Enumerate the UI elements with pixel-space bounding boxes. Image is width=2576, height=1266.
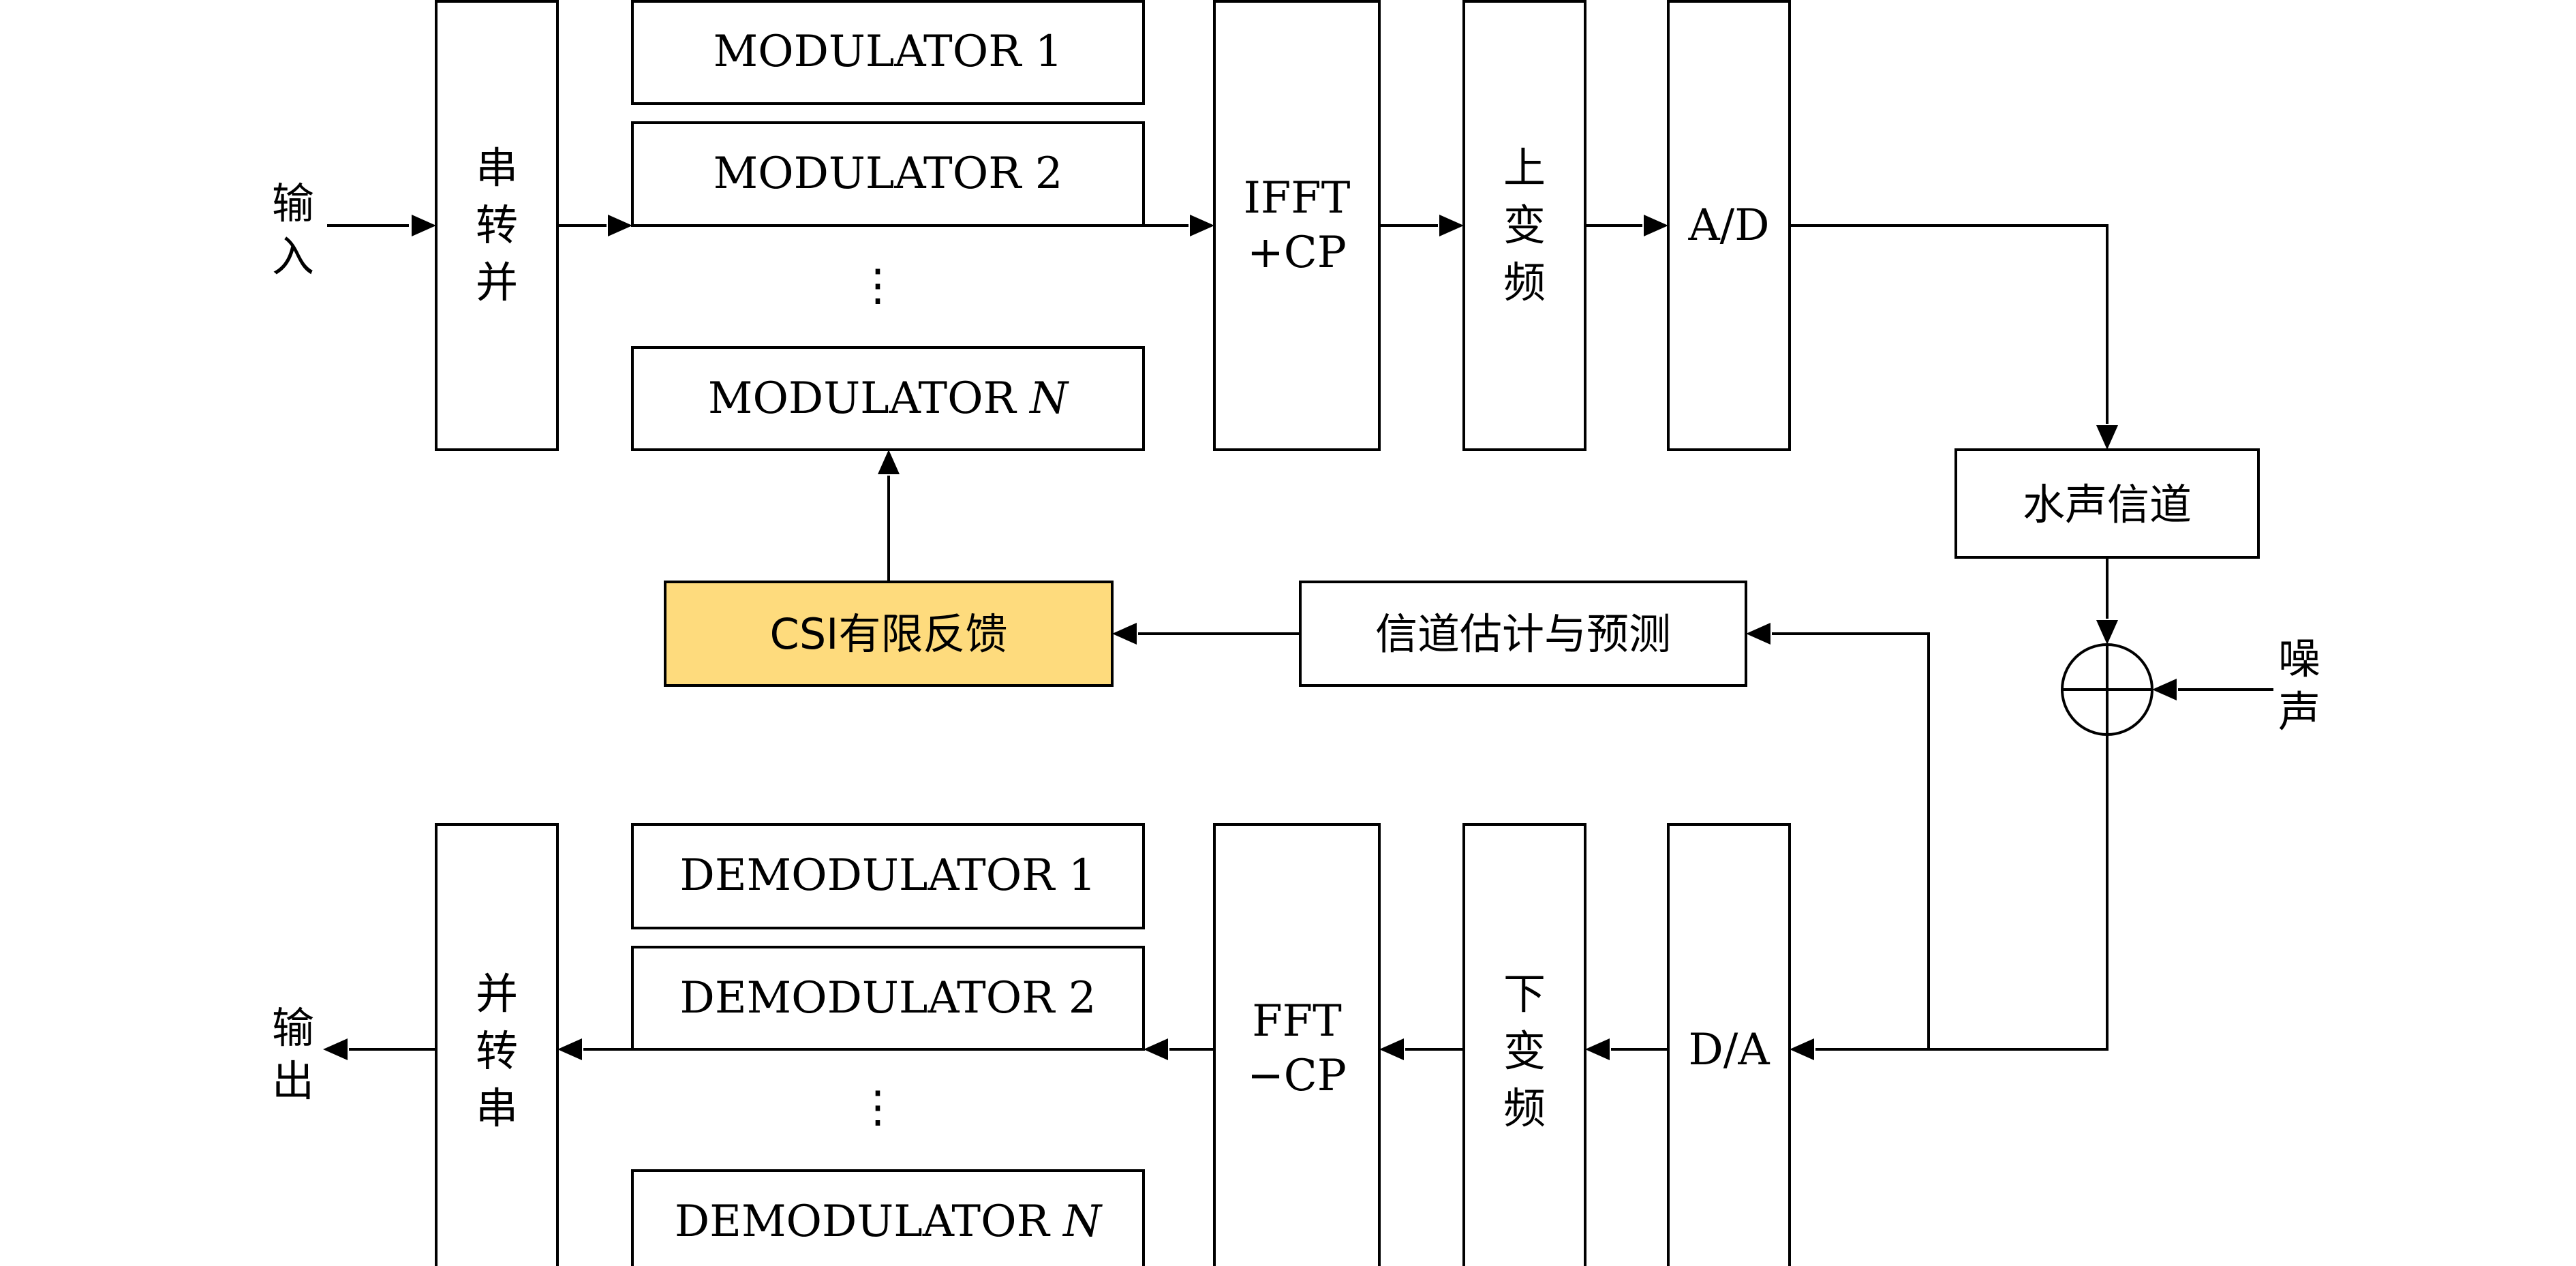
upconv-char-3: 频 [1503,258,1546,307]
demodulator-2-label: DEMODULATOR 2 [680,973,1097,1023]
demodulator-n-block [631,1169,1145,1266]
ad-label: A/D [1687,200,1769,251]
da-label: D/A [1688,1025,1770,1075]
downconv-char-1: 下 [1503,969,1546,1019]
ifft-label-1: IFFT [1244,173,1351,223]
csi-feedback-block [664,581,1114,687]
modulator-n-var: N [1028,373,1069,424]
input-arrowhead [412,215,436,236]
demodulator-1-block [631,823,1145,929]
demodulator-ellipsis: ⋮ [856,1082,900,1132]
modulator-ellipsis: ⋮ [856,260,900,311]
output-arrowhead [323,1038,348,1060]
demodulator-1-label: DEMODULATOR 1 [680,850,1097,901]
fft-label-2: −CP [1247,1051,1347,1101]
channel-to-adder-arrowhead [2096,620,2118,645]
up-to-ad-arrowhead [1644,215,1668,236]
ad-to-channel-arrowhead [2096,425,2118,450]
noise-arrowhead [2152,679,2177,700]
p2s-char-2: 转 [476,1026,518,1076]
demodulator-2-block [631,946,1145,1051]
mod-to-ifft-arrowhead [1190,215,1214,236]
adder-to-da-arrowhead [1790,1038,1814,1060]
underwater-channel-block [1954,448,2260,559]
channel-estimation-block [1299,581,1747,687]
downconv-char-2: 变 [1503,1026,1546,1076]
upconv-char-2: 变 [1503,200,1546,250]
ifft-cp-block [1213,0,1381,451]
p2s-char-1: 并 [476,969,518,1019]
demodulator-n-label: DEMODULATOR N [675,1196,1103,1247]
noise-label-2: 声 [2278,687,2320,737]
demodulator-n-var: N [1062,1196,1103,1247]
ad-to-channel-line [1790,224,2109,424]
s2p-to-mod-arrowhead [608,215,632,236]
noise-label-1: 噪 [2278,634,2320,683]
ifft-to-up-arrowhead [1439,215,1464,236]
modulator-2-block [631,121,1145,227]
p2s-char-3: 串 [476,1083,518,1133]
output-label-2: 出 [272,1056,314,1106]
fft-label-1: FFT [1252,996,1342,1047]
ad-converter-block [1667,0,1791,451]
csi-to-modulator-arrowhead [878,450,900,474]
upconv-char-1: 上 [1503,143,1546,193]
estimation-to-csi-arrowhead [1112,623,1137,645]
ifft-label-2: +CP [1247,228,1347,278]
modulator-n-prefix: MODULATOR [708,373,1030,424]
estimation-label: 信道估计与预测 [1375,609,1671,659]
parallel-to-serial-block [435,823,559,1266]
adder-to-da-line [1815,735,2109,1051]
input-label-1: 输 [272,179,314,228]
channel-label: 水声信道 [2023,480,2192,529]
input-label-2: 入 [272,232,314,281]
upconversion-block [1462,0,1586,451]
demodulator-n-prefix: DEMODULATOR [675,1196,1063,1247]
down-to-fft-arrowhead [1379,1038,1404,1060]
modulator-n-block [631,346,1145,451]
modulator-1-block [631,0,1145,105]
da-to-down-arrowhead [1585,1038,1610,1060]
modulator-n-label: MODULATOR N [708,373,1069,424]
s2p-char-3: 并 [476,258,518,307]
modulator-1-label: MODULATOR 1 [714,27,1063,77]
output-label-1: 输 [272,1003,314,1053]
modulator-2-label: MODULATOR 2 [714,149,1063,199]
fft-cp-block [1213,823,1381,1266]
downconv-char-3: 频 [1503,1083,1546,1133]
csi-label: CSI有限反馈 [770,609,1008,659]
branch-to-estimation-line [1772,632,1930,1049]
s2p-char-2: 转 [476,200,518,250]
branch-to-estimation-arrowhead [1746,623,1770,645]
demod-to-p2s-arrowhead [557,1038,582,1060]
downconversion-block [1462,823,1586,1266]
s2p-char-1: 串 [476,143,518,193]
fft-to-demod-arrowhead [1144,1038,1168,1060]
